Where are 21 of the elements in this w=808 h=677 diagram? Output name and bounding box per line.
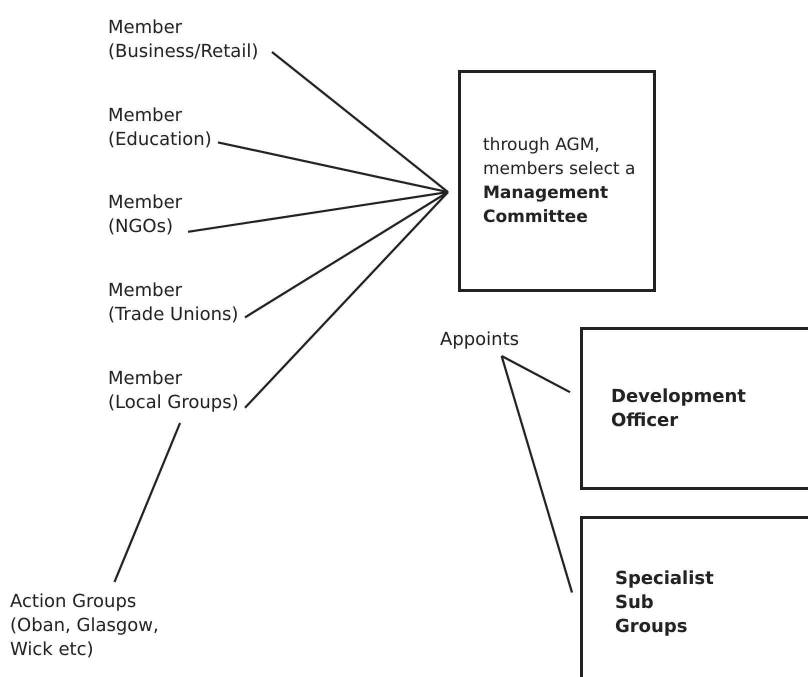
role-box [580, 327, 808, 490]
connector-line [218, 141, 448, 194]
role-box [580, 516, 808, 677]
connector-line [188, 191, 448, 233]
member-label: Member (Local Groups) [108, 367, 239, 415]
member-label: Action Groups (Oban, Glasgow, Wick etc) [10, 590, 200, 662]
process-box [458, 70, 656, 292]
member-label: Member (NGOs) [108, 191, 182, 239]
connector-line [244, 191, 449, 409]
member-label: Member (Trade Unions) [108, 279, 239, 327]
connector-line [244, 191, 449, 318]
connector-line [501, 355, 571, 394]
box-text: Development Officer [611, 384, 747, 432]
connector-line [500, 356, 574, 593]
member-label: Member (Business/Retail) [108, 16, 258, 64]
connector-line [271, 51, 449, 193]
box-text: Specialist Sub Groups [615, 566, 715, 638]
box-text: through AGM, members select a Management Committee [483, 134, 636, 229]
connector-line [113, 422, 182, 582]
edge-label: Appoints [440, 328, 519, 352]
member-label: Member (Education) [108, 104, 212, 152]
